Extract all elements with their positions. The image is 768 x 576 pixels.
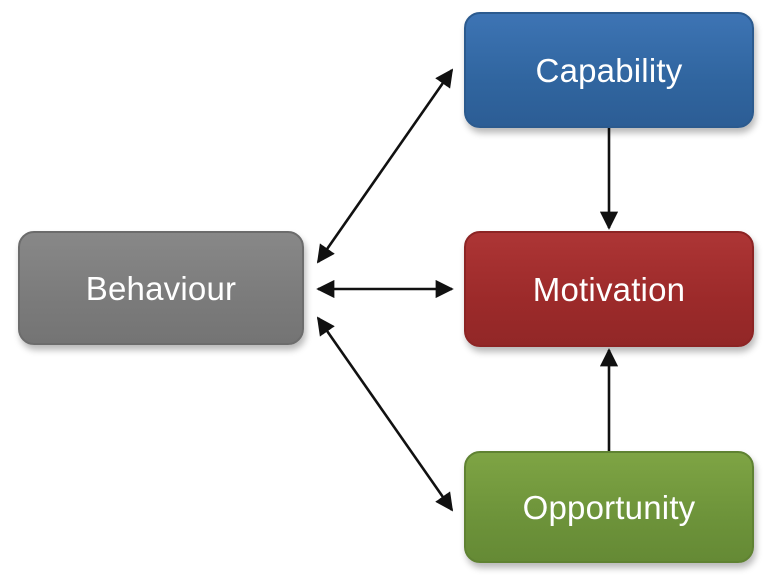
edge-behaviour-opportunity: [316, 316, 454, 512]
opportunity-node: Opportunity: [464, 451, 754, 563]
capability-node: Capability: [464, 12, 754, 128]
motivation-node: Motivation: [464, 231, 754, 347]
opportunity-label: Opportunity: [522, 488, 696, 526]
behaviour-label: Behaviour: [85, 269, 237, 307]
motivation-label: Motivation: [532, 270, 686, 308]
behaviour-node: Behaviour: [18, 231, 304, 345]
capability-label: Capability: [535, 51, 683, 89]
edge-behaviour-capability: [316, 68, 454, 264]
